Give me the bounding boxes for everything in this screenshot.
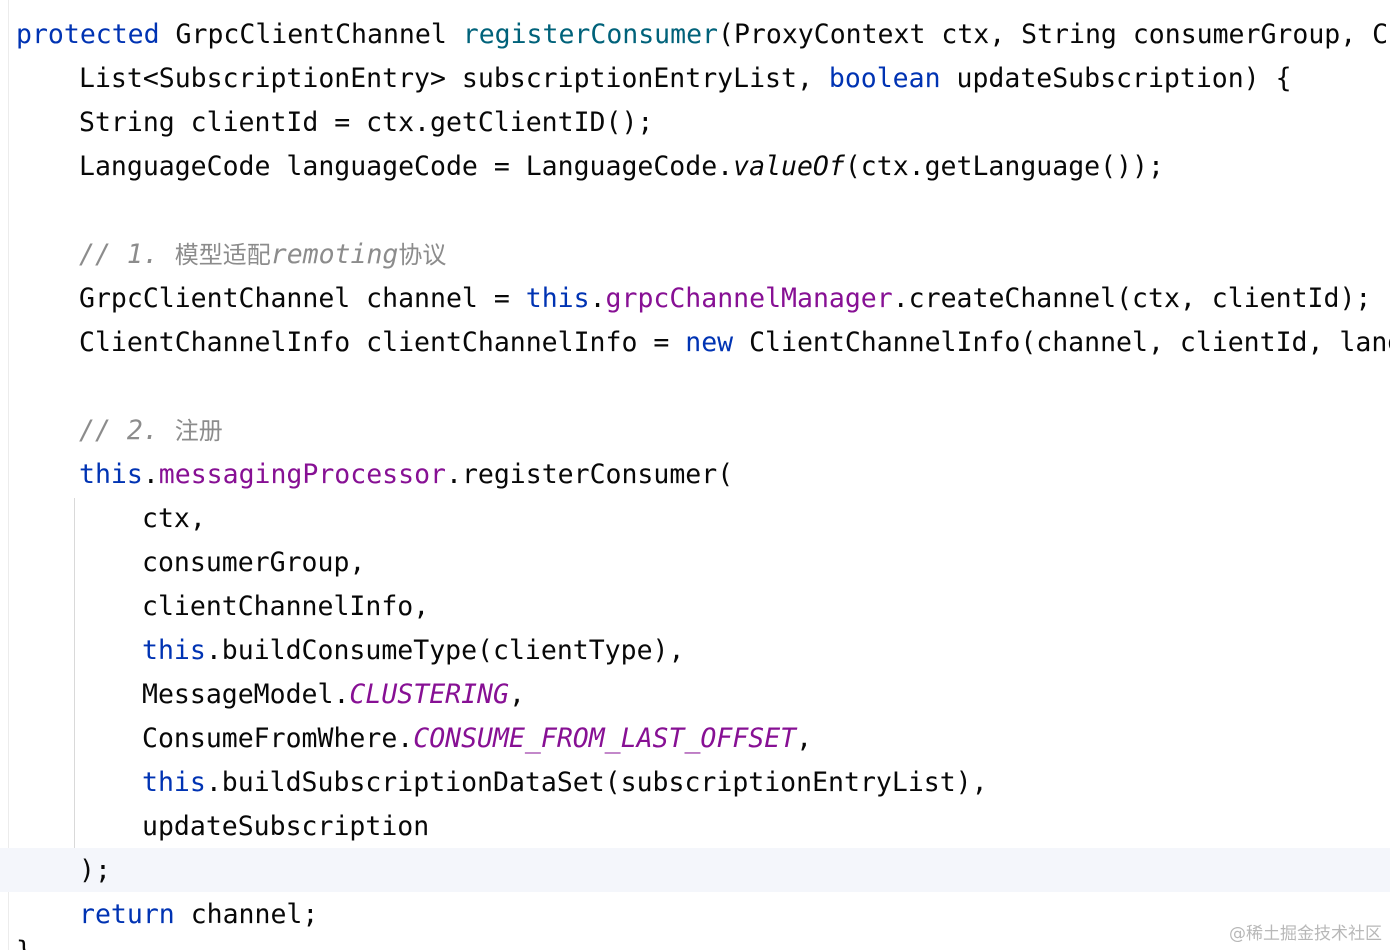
create-channel-call: .createChannel(ctx, clientId); (892, 283, 1372, 314)
gutter-divider (8, 0, 9, 950)
keyword-protected: protected (16, 19, 160, 50)
code-line-arg-ctx[interactable]: ctx, (142, 497, 206, 541)
params-part3: updateSubscription) { (940, 63, 1292, 94)
code-line-arg-update[interactable]: updateSubscription (142, 805, 429, 849)
build-subscription-call: .buildSubscriptionDataSet(subscriptionEn… (205, 767, 988, 798)
code-line-create-channel[interactable]: GrpcClientChannel channel = this.grpcCha… (79, 277, 1371, 321)
comment-prefix: // 1. (79, 239, 175, 270)
register-consumer-call: .registerConsumer( (445, 459, 734, 490)
arg-consumer-group: consumerGroup, (142, 547, 366, 578)
channel-info-decl: ClientChannelInfo clientChannelInfo = (79, 327, 686, 358)
code-line-arg-consumer-group[interactable]: consumerGroup, (142, 541, 365, 585)
comma: , (508, 679, 525, 710)
const-consume-from-last-offset: CONSUME_FROM_LAST_OFFSET (413, 723, 797, 754)
indent-guide (74, 498, 75, 848)
params-part1: (ProxyContext ctx, String consumerGroup,… (718, 19, 1390, 50)
client-id-statement: String clientId = ctx.getClientID(); (79, 107, 654, 138)
close-brace: } (16, 936, 32, 950)
message-model-class: MessageModel. (142, 679, 350, 710)
code-line-arg-message-model[interactable]: MessageModel.CLUSTERING, (142, 673, 525, 717)
field-grpc-channel-manager: grpcChannelManager (605, 283, 893, 314)
keyword-boolean: boolean (828, 63, 941, 94)
close-paren: ); (79, 855, 111, 886)
watermark: @稀土掘金技术社区 (1229, 924, 1382, 944)
static-method-valueof: valueOf (733, 151, 845, 182)
params-part2: List<SubscriptionEntry> subscriptionEntr… (79, 63, 829, 94)
code-line-params-continued[interactable]: List<SubscriptionEntry> subscriptionEntr… (79, 57, 1292, 101)
return-type: GrpcClientChannel (159, 19, 463, 50)
comment-cjk-2: 协议 (398, 241, 447, 269)
comment-prefix: // 2. (79, 415, 175, 446)
arg-client-channel-info: clientChannelInfo, (142, 591, 430, 622)
build-consume-type-call: .buildConsumeType(clientType), (205, 635, 685, 666)
comment-cjk: 注册 (174, 417, 223, 445)
current-line-highlight (0, 848, 1390, 892)
code-line-register-call[interactable]: this.messagingProcessor.registerConsumer… (79, 453, 733, 497)
language-code-part2: (ctx.getLanguage()); (844, 151, 1164, 182)
code-line-arg-subscription[interactable]: this.buildSubscriptionDataSet(subscripti… (142, 761, 988, 805)
code-line-comment-1[interactable]: // 1. 模型适配remoting协议 (79, 233, 446, 277)
dot: . (142, 459, 159, 490)
code-line-language-code[interactable]: LanguageCode languageCode = LanguageCode… (79, 145, 1164, 189)
code-line-client-channel-info[interactable]: ClientChannelInfo clientChannelInfo = ne… (79, 321, 1390, 365)
code-line-comment-2[interactable]: // 2. 注册 (79, 409, 223, 453)
keyword-new: new (685, 327, 734, 358)
code-line-client-id[interactable]: String clientId = ctx.getClientID(); (79, 101, 653, 145)
keyword-this: this (79, 459, 143, 490)
arg-ctx: ctx, (142, 503, 206, 534)
code-line-method-signature[interactable]: protected GrpcClientChannel registerCons… (16, 13, 1390, 57)
arg-update-subscription: updateSubscription (142, 811, 430, 842)
return-value: channel; (174, 899, 319, 930)
code-line-arg-client-channel-info[interactable]: clientChannelInfo, (142, 585, 429, 629)
keyword-this: this (142, 767, 206, 798)
code-line-close-call[interactable]: ); (79, 849, 111, 893)
code-line-return[interactable]: return channel; (79, 893, 318, 937)
dot: . (589, 283, 606, 314)
comment-latin: remoting (270, 239, 399, 270)
language-code-part1: LanguageCode languageCode = LanguageCode… (79, 151, 734, 182)
field-messaging-processor: messagingProcessor (158, 459, 446, 490)
const-clustering: CLUSTERING (349, 679, 509, 710)
keyword-return: return (79, 899, 175, 930)
comma: , (796, 723, 813, 754)
keyword-this: this (525, 283, 590, 314)
consume-from-where-class: ConsumeFromWhere. (142, 723, 414, 754)
keyword-this: this (142, 635, 206, 666)
code-line-close-brace[interactable]: } (16, 930, 32, 950)
channel-info-ctor: ClientChannelInfo(channel, clientId, lan… (733, 327, 1390, 358)
code-line-arg-consume-type[interactable]: this.buildConsumeType(clientType), (142, 629, 684, 673)
code-line-arg-consume-from-where[interactable]: ConsumeFromWhere.CONSUME_FROM_LAST_OFFSE… (142, 717, 812, 761)
comment-cjk-1: 模型适配 (174, 241, 271, 269)
method-name: registerConsumer (462, 19, 719, 50)
channel-decl: GrpcClientChannel channel = (79, 283, 526, 314)
